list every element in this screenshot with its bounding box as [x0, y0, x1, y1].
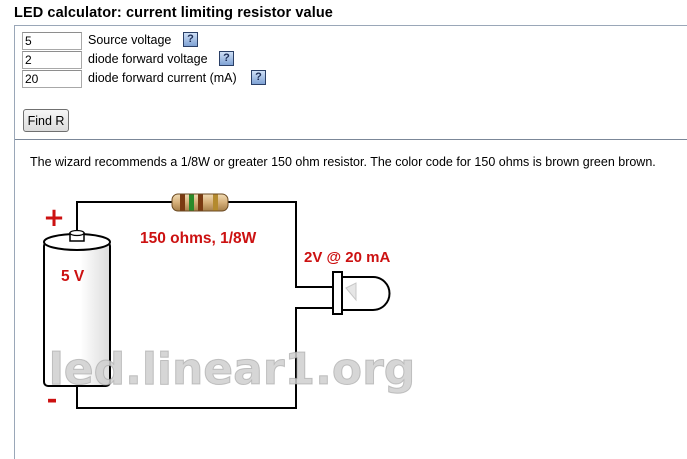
source-voltage-label: Source voltage — [88, 33, 172, 47]
resistor-value-label: 150 ohms, 1/8W — [140, 230, 257, 247]
forward-voltage-input[interactable] — [22, 51, 82, 69]
circuit-wires — [76, 201, 333, 409]
source-voltage-input[interactable] — [22, 32, 82, 50]
find-r-button[interactable]: Find R — [23, 109, 69, 132]
forward-current-label: diode forward current (mA) — [88, 71, 237, 85]
resistor-band — [213, 194, 218, 211]
result-panel: The wizard recommends a 1/8W or greater … — [14, 139, 687, 459]
help-icon[interactable]: ? — [251, 70, 266, 85]
resistor — [160, 193, 238, 212]
battery — [43, 229, 111, 387]
help-icon[interactable]: ? — [219, 51, 234, 66]
battery-voltage-label: 5 V — [61, 268, 85, 285]
negative-terminal-sign: - — [47, 385, 58, 415]
forward-voltage-label: diode forward voltage — [88, 52, 208, 66]
watermark-text: led.linear1.org — [49, 344, 416, 395]
resistor-band — [180, 194, 185, 211]
help-icon[interactable]: ? — [183, 32, 198, 47]
resistor-band — [189, 194, 194, 211]
led — [332, 271, 391, 315]
forward-current-input[interactable] — [22, 70, 82, 88]
page-title: LED calculator: current limiting resisto… — [14, 5, 333, 21]
resistor-band — [198, 194, 203, 211]
positive-terminal-sign: + — [43, 203, 65, 233]
led-rating-label: 2V @ 20 mA — [304, 249, 390, 266]
calculator-form: Source voltage ? diode forward voltage ?… — [14, 25, 687, 140]
result-message: The wizard recommends a 1/8W or greater … — [30, 155, 656, 169]
